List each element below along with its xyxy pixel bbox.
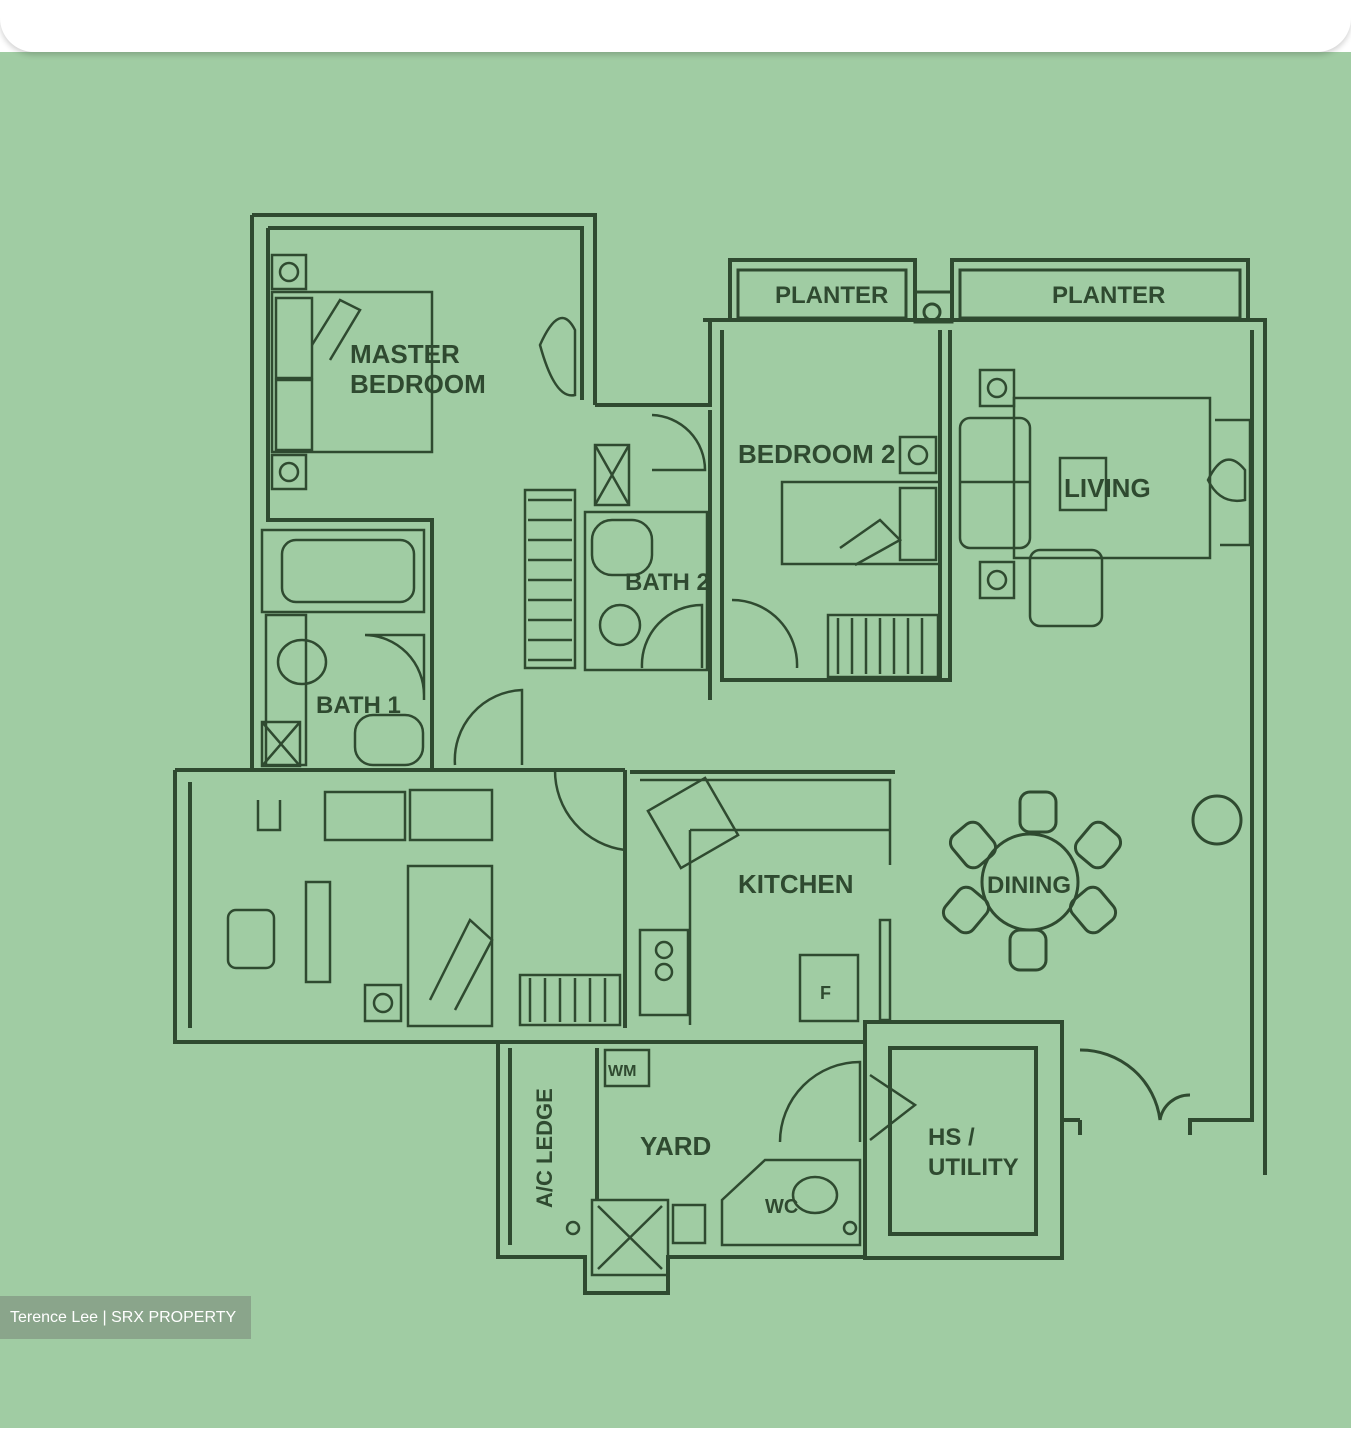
label-dining: DINING: [987, 872, 1071, 899]
photo-credit: Terence Lee | SRX PROPERTY: [0, 1296, 251, 1339]
bath1-fixtures: [260, 528, 524, 768]
floor-plan-image: MASTER BEDROOM BEDROOM 2 BATH 1 BATH 2 L…: [0, 52, 1351, 1428]
dining-table: [941, 790, 1243, 1121]
label-kitchen: KITCHEN: [738, 869, 854, 899]
study-furniture: [226, 769, 626, 1028]
label-fridge: F: [820, 983, 831, 1003]
living-furniture: [958, 368, 1252, 628]
planters: [736, 268, 1242, 324]
label-wc: WC: [765, 1196, 798, 1218]
floor-plan-drawing: MASTER BEDROOM BEDROOM 2 BATH 1 BATH 2 L…: [173, 213, 1267, 1295]
label-living: LIVING: [1064, 473, 1151, 503]
label-master-bedroom-2: BEDROOM: [350, 369, 486, 399]
label-hs-utility-2: UTILITY: [928, 1154, 1019, 1181]
label-bedroom-2: BEDROOM 2: [738, 439, 895, 469]
exterior-walls: [173, 213, 1267, 1295]
yard-fixtures: [565, 1048, 862, 1277]
bottom-strip: [0, 1428, 1351, 1440]
kitchen-fixtures: [638, 776, 918, 1143]
label-ac-ledge: A/C LEDGE: [532, 1088, 557, 1208]
bedroom2-furniture: [780, 435, 942, 679]
label-planter-right: PLANTER: [1052, 282, 1165, 309]
label-yard: YARD: [640, 1131, 711, 1161]
label-hs-utility-1: HS /: [928, 1124, 975, 1151]
master-bedroom-furniture: [270, 253, 577, 670]
bath2-fixtures: [583, 413, 799, 672]
label-bath-2: BATH 2: [625, 569, 710, 596]
label-bath-1: BATH 1: [316, 692, 401, 719]
label-wm: WM: [608, 1063, 636, 1080]
label-planter-left: PLANTER: [775, 282, 888, 309]
top-card: [0, 0, 1351, 52]
label-master-bedroom-1: MASTER: [350, 339, 460, 369]
